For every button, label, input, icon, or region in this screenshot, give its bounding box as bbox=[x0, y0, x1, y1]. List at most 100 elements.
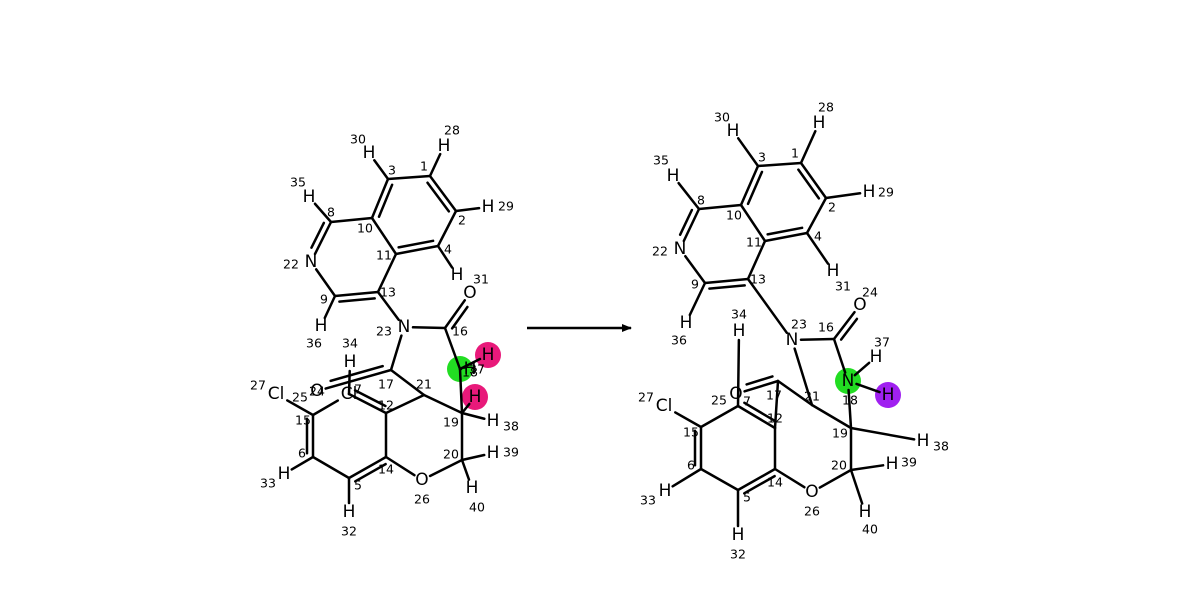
reactant-atom-number-24: 24 bbox=[309, 384, 325, 399]
reactant-bond-19-21 bbox=[422, 393, 464, 415]
reactant-bond-20-39 bbox=[460, 453, 486, 462]
reactant-highlight-pink bbox=[475, 342, 501, 368]
reactant-bond-1-2 bbox=[428, 174, 458, 213]
product-bond-8-22-second-line bbox=[678, 208, 694, 236]
product-bond-9-13-second-line bbox=[708, 284, 746, 290]
reactant-atom-25: Cl bbox=[341, 384, 358, 404]
product-molecule: 1234567891011121314151617N18192021N22N23… bbox=[638, 100, 949, 562]
reactant-bond-2-4 bbox=[436, 209, 458, 248]
reactant-bond-9-13-second-line bbox=[338, 297, 376, 303]
product-bond-12-25 bbox=[736, 404, 777, 430]
product-atom-number-20: 20 bbox=[831, 458, 847, 473]
product-atom-number-22: 22 bbox=[652, 244, 668, 259]
reactant-bond-7-34 bbox=[347, 369, 351, 396]
product-bond-18-19 bbox=[847, 388, 853, 430]
product-bond-11-10 bbox=[739, 203, 767, 243]
reactant-bond-16--second-line bbox=[450, 305, 469, 330]
product-bond-13-23 bbox=[746, 277, 788, 334]
reactant-atom-28: H bbox=[438, 136, 451, 156]
reactant-atom-number-29: 29 bbox=[498, 199, 514, 214]
product-atom-number-31: 31 bbox=[835, 279, 851, 294]
reactant-bond-9-13 bbox=[333, 290, 380, 298]
reactant-atom-number-14: 14 bbox=[378, 462, 394, 477]
product-atom-number-8: 8 bbox=[697, 193, 705, 208]
reactant-bond-17-23 bbox=[389, 334, 403, 372]
product-atom-number-18: 18 bbox=[842, 393, 858, 408]
product-atom-number-40: 40 bbox=[862, 522, 878, 537]
reactant-atom-a42: H bbox=[482, 345, 495, 365]
reactant-atom-37: H bbox=[464, 359, 477, 379]
product-atom-number-14: 14 bbox=[767, 475, 783, 490]
reactant-bond-22-9 bbox=[314, 268, 337, 298]
product-atom-number-19: 19 bbox=[832, 426, 848, 441]
product-bond-16-24 bbox=[832, 310, 856, 341]
product-bond-1-28 bbox=[799, 129, 817, 165]
product-atom-23: N bbox=[786, 330, 799, 350]
product-bond-1-2 bbox=[799, 161, 828, 200]
reactant-atom-27: Cl bbox=[268, 384, 285, 404]
reactant-atom-40: H bbox=[466, 478, 479, 498]
reactant-atom-number-35: 35 bbox=[290, 175, 306, 190]
product-bond-1-2-second-line bbox=[797, 168, 821, 200]
reactant-atom-number-19: 19 bbox=[443, 415, 459, 430]
product-atom-32: H bbox=[732, 525, 745, 545]
reactant-atom-number-18: 18 bbox=[462, 365, 478, 380]
product-bond-18-37 bbox=[853, 361, 871, 377]
reactant-atom-number-12: 12 bbox=[378, 398, 394, 413]
reactant-atom-number-34: 34 bbox=[342, 336, 358, 351]
reactant-atom-number-8: 8 bbox=[327, 205, 335, 220]
reactant-bond-13-11 bbox=[376, 252, 398, 294]
reactant-bond-6-5 bbox=[311, 455, 351, 480]
product-bond-3-1 bbox=[756, 161, 803, 168]
reactant-atom-a43: H bbox=[469, 387, 482, 407]
reactant-bond-2-29 bbox=[454, 206, 481, 213]
product-bond-20-40 bbox=[849, 468, 864, 505]
product-atom-number-3: 3 bbox=[758, 150, 766, 165]
product-atom-number-25: 25 bbox=[711, 393, 727, 408]
product-atom-number-27: 27 bbox=[638, 390, 654, 405]
product-bond-22-9 bbox=[684, 255, 707, 285]
reactant-bond-13-23 bbox=[376, 290, 400, 322]
product-atom-24: O bbox=[853, 295, 866, 315]
product-bond-4-11-second-line bbox=[766, 226, 804, 236]
product-bond-6-33 bbox=[671, 467, 703, 488]
product-atom-b42: H bbox=[882, 385, 895, 405]
reactant-atom-number-33: 33 bbox=[260, 476, 276, 491]
product-bond-10-3 bbox=[739, 164, 760, 207]
product-atom-30: H bbox=[727, 121, 740, 141]
reactant-atom-number-28: 28 bbox=[444, 123, 460, 138]
product-atom-number-32: 32 bbox=[730, 547, 746, 562]
reactant-bond-17-24 bbox=[324, 368, 393, 390]
product-bond-4-11 bbox=[763, 231, 809, 243]
product-bond-10-8 bbox=[697, 203, 743, 211]
product-bond-2-4 bbox=[805, 196, 828, 235]
reactant-atom-number-39: 39 bbox=[503, 445, 519, 460]
product-bond-19-21 bbox=[810, 403, 853, 430]
reactant-atom-number-36: 36 bbox=[306, 336, 322, 351]
reactant-bond-1-2-second-line bbox=[426, 181, 451, 213]
product-bond-16-18 bbox=[832, 337, 847, 374]
reactant-atom-number-20: 20 bbox=[443, 447, 459, 462]
reactant-bond-8-22-second-line bbox=[310, 221, 326, 249]
reactant-atom-number-5: 5 bbox=[354, 478, 362, 493]
product-bond-21-17 bbox=[776, 379, 814, 407]
product-bond-25-34 bbox=[736, 338, 741, 408]
product-bond-23-16 bbox=[799, 337, 836, 342]
reactant-atom-number-31: 31 bbox=[473, 272, 489, 287]
reactant-bond-8-35 bbox=[313, 202, 333, 224]
product-bond-15-27 bbox=[674, 411, 703, 429]
product-bond-8-35 bbox=[677, 181, 701, 211]
product-bond-18- bbox=[855, 382, 881, 394]
reactant-bond-9-36 bbox=[323, 294, 337, 320]
product-bond-4-31 bbox=[805, 231, 830, 265]
reactant-atom-22: N bbox=[305, 252, 318, 272]
reactant-bond-3-1 bbox=[386, 174, 432, 181]
product-bond-9-36 bbox=[688, 281, 707, 317]
product-atom-18: N bbox=[842, 371, 855, 391]
reactant-atom-number-17: 17 bbox=[378, 377, 394, 392]
reactant-atom-39: H bbox=[487, 443, 500, 463]
reactant-atom-36: H bbox=[315, 316, 328, 336]
reactant-atom-24: O bbox=[310, 381, 323, 401]
product-atom-31: H bbox=[827, 261, 840, 281]
